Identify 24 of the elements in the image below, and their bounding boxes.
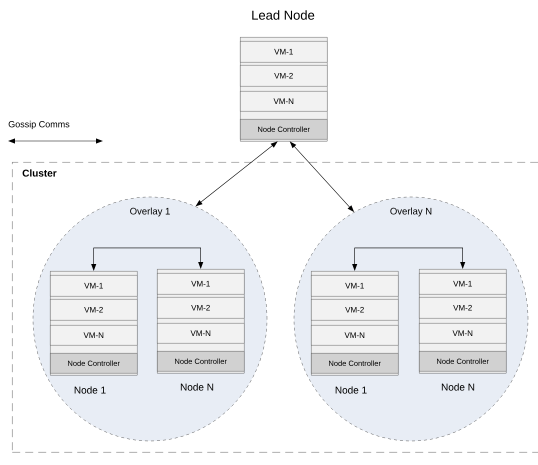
legend-text: Gossip Comms [8, 120, 70, 130]
overlay-title: Overlay 1 [130, 208, 170, 216]
vm-slot: VM-N [240, 91, 328, 112]
node-title: Node 1 [336, 386, 367, 394]
vm-slot: VM-N [311, 324, 398, 346]
vm-slot: VM-2 [50, 299, 138, 320]
vm-slot: VM-2 [157, 297, 244, 318]
vm-slot: VM-2 [419, 297, 506, 318]
vm-slot: VM-1 [240, 40, 328, 62]
overlay-title: Overlay N [390, 208, 432, 216]
node-title: Node 1 [74, 386, 106, 394]
vm-slot: VM-1 [419, 273, 506, 294]
vm-slot: VM-2 [240, 65, 328, 86]
vm-slot: VM-1 [50, 275, 138, 296]
vm-slot: VM-N [157, 322, 244, 344]
vm-slot: VM-1 [311, 275, 398, 296]
vm-slot: VM-2 [311, 299, 398, 320]
vm-slot: VM-N [50, 324, 138, 346]
cluster-title: Cluster [22, 169, 57, 177]
vm-slot: VM-1 [157, 273, 244, 294]
node-title: Lead Node [252, 10, 314, 20]
node-title: Node N [442, 383, 474, 391]
node-title: Node N [180, 383, 214, 391]
vm-slot: VM-N [419, 322, 506, 344]
